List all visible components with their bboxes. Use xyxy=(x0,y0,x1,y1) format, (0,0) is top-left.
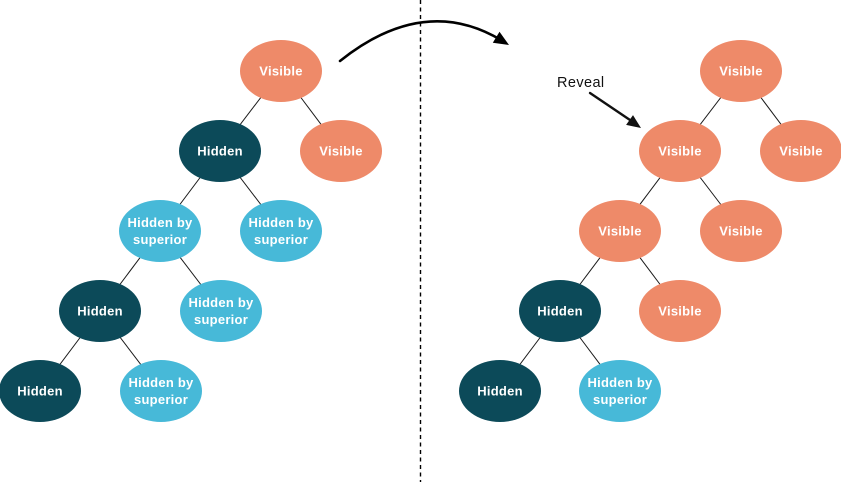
node-ellipse xyxy=(760,120,841,182)
node-label: Visible xyxy=(719,224,762,239)
tree-node-hidden-by-superior: Hidden by superior xyxy=(120,360,202,422)
node-label: superior xyxy=(254,232,308,247)
node-label: Visible xyxy=(719,64,762,79)
tree-node-hidden-by-superior: Hidden by superior xyxy=(180,280,262,342)
node-label: Visible xyxy=(598,224,641,239)
node-label: Hidden xyxy=(17,384,63,399)
tree-node-hidden: Hidden xyxy=(459,360,541,422)
tree-node-visible: Visible xyxy=(300,120,382,182)
tree-node-hidden-by-superior: Hidden by superior xyxy=(119,200,201,262)
node-ellipse xyxy=(240,200,322,262)
tree-node-hidden: Hidden xyxy=(179,120,261,182)
node-label: superior xyxy=(134,392,188,407)
tree-node-hidden-by-superior: Hidden by superior xyxy=(579,360,661,422)
tree-node-hidden: Hidden xyxy=(519,280,601,342)
node-ellipse xyxy=(119,200,201,262)
node-label: superior xyxy=(133,232,187,247)
tree-node-visible: Visible xyxy=(240,40,322,102)
node-ellipse xyxy=(700,200,782,262)
node-ellipse xyxy=(639,120,721,182)
node-label: Hidden xyxy=(537,304,583,319)
reveal-label: Reveal xyxy=(557,75,605,91)
tree-node-hidden: Hidden xyxy=(59,280,141,342)
node-ellipse xyxy=(120,360,202,422)
node-ellipse xyxy=(579,200,661,262)
node-label: Hidden xyxy=(77,304,123,319)
node-label: Visible xyxy=(319,144,362,159)
node-ellipse xyxy=(459,360,541,422)
tree-node-visible: Visible xyxy=(700,200,782,262)
node-ellipse xyxy=(180,280,262,342)
node-ellipse xyxy=(519,280,601,342)
reveal-arrowhead-icon xyxy=(626,115,641,128)
node-label: Visible xyxy=(658,304,701,319)
tree-node-visible: Visible xyxy=(639,280,721,342)
node-label: Hidden by xyxy=(127,215,193,230)
node-label: Hidden xyxy=(477,384,523,399)
transform-arrowhead-icon xyxy=(492,31,509,45)
node-label: Visible xyxy=(779,144,822,159)
tree-node-visible: Visible xyxy=(700,40,782,102)
node-ellipse xyxy=(300,120,382,182)
reveal-arrow-line xyxy=(588,91,632,122)
node-ellipse xyxy=(179,120,261,182)
node-label: superior xyxy=(194,312,248,327)
node-ellipse xyxy=(579,360,661,422)
node-label: Hidden by xyxy=(128,375,194,390)
node-label: Hidden xyxy=(197,144,243,159)
node-ellipse xyxy=(0,360,81,422)
tree-node-visible: Visible xyxy=(760,120,841,182)
node-label: Visible xyxy=(658,144,701,159)
node-label: Visible xyxy=(259,64,302,79)
reveal-annotation: Reveal xyxy=(557,75,641,128)
node-ellipse xyxy=(639,280,721,342)
tree-node-hidden-by-superior: Hidden by superior xyxy=(240,200,322,262)
tree-node-visible: Visible xyxy=(639,120,721,182)
tree-node-hidden: Hidden xyxy=(0,360,81,422)
node-label: Hidden by xyxy=(248,215,314,230)
node-label: superior xyxy=(593,392,647,407)
node-ellipse xyxy=(240,40,322,102)
node-label: Hidden by xyxy=(188,295,254,310)
transform-arrow-layer xyxy=(338,20,509,63)
node-ellipse xyxy=(59,280,141,342)
transform-arrow-curve xyxy=(338,20,503,63)
node-ellipse xyxy=(700,40,782,102)
node-label: Hidden by xyxy=(587,375,653,390)
tree-node-visible: Visible xyxy=(579,200,661,262)
